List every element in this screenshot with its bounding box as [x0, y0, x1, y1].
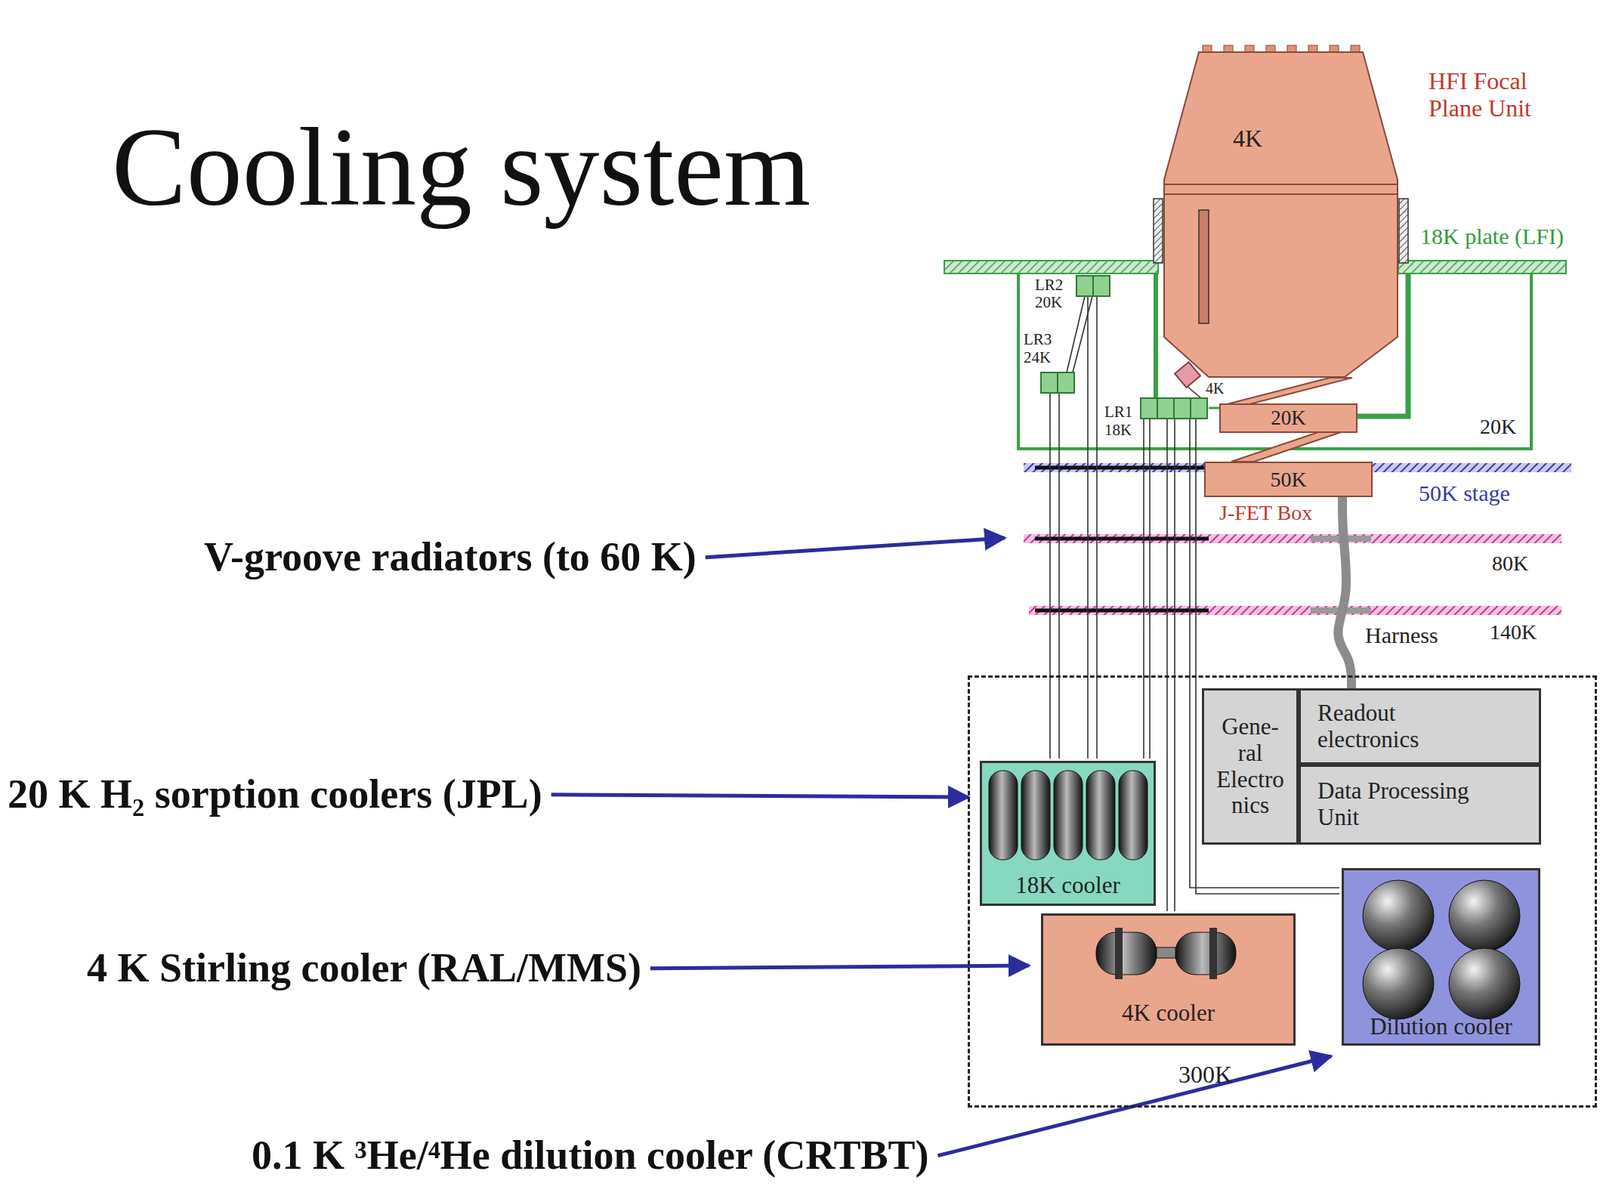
edge-label: Harness: [1365, 622, 1439, 648]
node-label: 4K cooler: [1121, 1000, 1215, 1027]
electronics-box: Gene- ral Electro nics: [1201, 688, 1299, 845]
sorption-cooler-box: 18K cooler: [979, 760, 1156, 906]
node-label: Readout electronics: [1317, 700, 1469, 753]
callout-arrow: [551, 794, 969, 797]
callout-arrow: [650, 965, 1029, 969]
node-heading: 4K: [1232, 125, 1263, 153]
part-label: 20K: [1479, 415, 1517, 439]
node-heading: HFI Focal Plane Unit: [1428, 67, 1561, 123]
part-label: 4K: [1205, 379, 1224, 397]
part-label: 20K: [1034, 293, 1063, 312]
node-label: 50K: [1269, 467, 1307, 492]
electronics-box: Data Processing Unit: [1298, 764, 1542, 845]
fpu-outline: [1163, 51, 1399, 378]
node-label: 18K cooler: [1015, 872, 1121, 899]
node-label: Gene- ral Electro nics: [1209, 713, 1292, 819]
callout-text: V-groove radiators (to 60 K): [203, 534, 697, 580]
part-label: 24K: [1023, 349, 1051, 367]
callout-text: 20 K H₂ sorption coolers (JPL): [7, 772, 543, 817]
20k-box: 20K: [1219, 403, 1358, 433]
warm-enclosure: 300K Gene- ral Electro nics Readout electr…: [967, 675, 1597, 1108]
part-label: LR1: [1104, 403, 1133, 421]
dilution-cooler-box: Dilution cooler: [1341, 867, 1541, 1046]
harness-cable: [1337, 497, 1352, 689]
part-label: LR2: [1034, 276, 1063, 294]
callout-text: 4 K Stirling cooler (RAL/MMS): [86, 945, 642, 991]
part-label: 50K stage: [1418, 480, 1511, 506]
part-label: LR3: [1023, 330, 1052, 349]
cooler-pipes: [1050, 296, 1340, 912]
callout-arrow: [705, 537, 1005, 558]
part-label: 80K: [1491, 552, 1529, 576]
electronics-box: Readout electronics: [1298, 688, 1542, 765]
jfet-box: 50KJ-FET Box: [1204, 461, 1373, 498]
node-label: Data Processing Unit: [1317, 778, 1507, 831]
radiator-stages: [1023, 463, 1572, 615]
callout-arrows: [551, 537, 1332, 1156]
node-heading: 300K: [1178, 1061, 1233, 1089]
part-label: 140K: [1489, 620, 1537, 645]
focal-plane-unit: 4KHFI Focal Plane Unit: [1163, 51, 1399, 378]
node-heading: J-FET Box: [1219, 500, 1313, 525]
node-label: 20K: [1270, 406, 1307, 430]
node-label: Dilution cooler: [1369, 1013, 1513, 1041]
stirling-cooler-box: 4K cooler: [1040, 913, 1296, 1046]
title: Cooling system: [111, 105, 811, 229]
callout-text: 0.1 K ³He/⁴He dilution cooler (CRTBT): [251, 1133, 929, 1178]
part-label: 18K plate (LFI): [1420, 223, 1564, 249]
part-label: 18K: [1104, 421, 1132, 439]
